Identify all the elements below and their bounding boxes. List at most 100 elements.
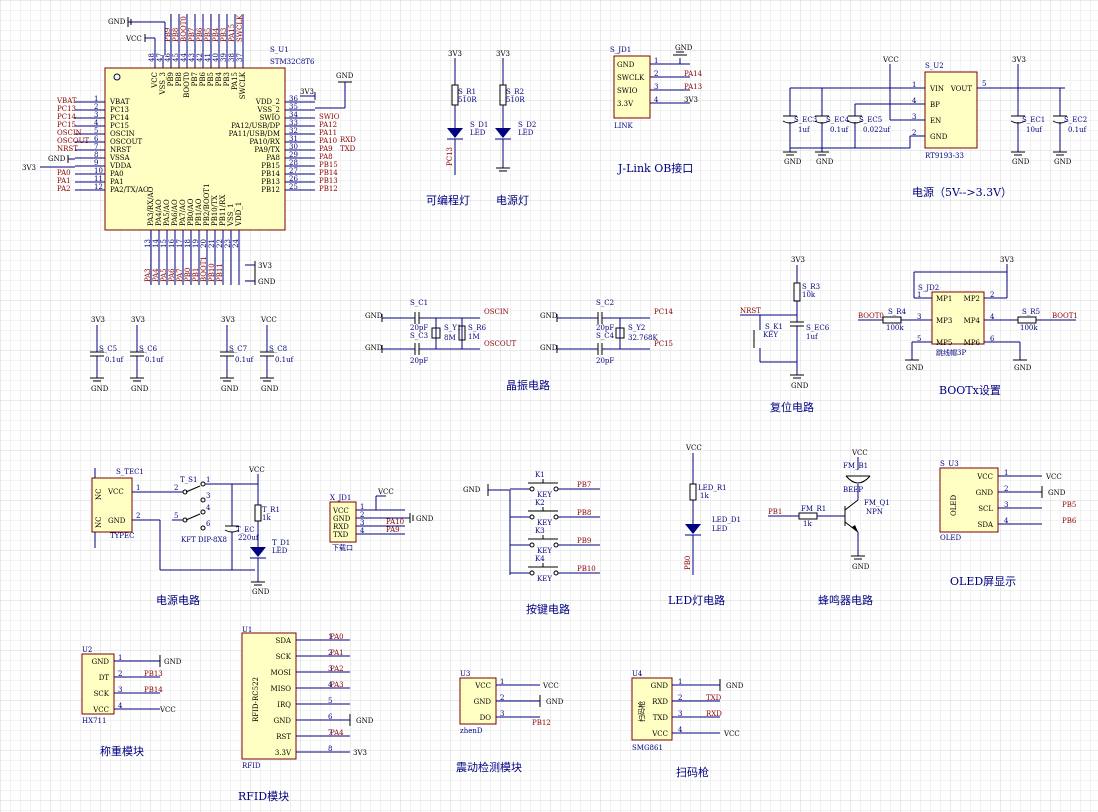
tec-gnd-pin: GND (108, 517, 126, 525)
mcu-pin-num: 30 (289, 143, 298, 151)
crystal-gnd-1: GND (365, 312, 383, 320)
sw-pin-3: 3 (206, 492, 210, 500)
mcu-pin-net: PB6 (196, 27, 204, 42)
s-d1-led-icon (447, 128, 463, 138)
mcu-pin-name: PB3 (223, 72, 231, 86)
mcu-pin-net: SWIO (319, 113, 340, 121)
rfid-pin-name: RST (276, 733, 291, 741)
caption-jlink: J-Link OB接口 (617, 162, 693, 175)
rfid-designator: U1 (242, 626, 252, 634)
reg-pin-name: GND (930, 133, 948, 141)
mcu-pin-num: 5 (94, 127, 98, 135)
mcu-pin-num: 10 (94, 167, 103, 175)
mcu-vcc-top: VCC (125, 35, 142, 43)
reg-pin-name: EN (930, 117, 941, 125)
key-value: KEY (537, 519, 552, 527)
mcu-pin-num: 24 (232, 239, 240, 248)
oled-value: OLED (940, 534, 961, 542)
scanner-body-label: 扫码枪 (637, 701, 646, 722)
buzzer-circuit: VCC FM_B1 BEEP PB1 FM_R1 1k FM_Q1 NPN GN… (768, 449, 890, 607)
led-d1-value: LED (712, 525, 728, 533)
cap-value: 0.1uf (235, 356, 255, 364)
caption-led-circuit: LED灯电路 (668, 594, 725, 607)
jlink-pin-net: PA14 (684, 70, 703, 78)
mcu-pin-num: 44 (180, 53, 188, 62)
tec-nc-2: NC (95, 517, 103, 528)
mcu-pin-num: 19 (192, 239, 200, 248)
mcu-pin-net: PB10 (208, 263, 216, 282)
s-c3-designator: S_C3 (410, 332, 428, 340)
oled-pin-net: GND (1048, 489, 1066, 497)
mcu-pin-num: 41 (204, 53, 212, 62)
mcu-designator: S_U1 (270, 46, 289, 54)
mcu-pin-net: PB9 (164, 28, 172, 42)
typec-gnd: GND (252, 588, 270, 596)
mcu-pin-num: 20 (200, 239, 208, 248)
scanner-pin-name: RXD (652, 698, 668, 706)
mcu-gnd-bottom: GND (258, 278, 276, 286)
mcu-pin-name: PB7 (191, 72, 199, 86)
s-y2-crystal-icon (615, 327, 625, 339)
s-d2-designator: S_D2 (518, 121, 536, 129)
s-k1-value: KEY (763, 331, 778, 339)
reg-cap-value: 0.022uf (863, 126, 892, 134)
mcu-pin-num: 37 (236, 53, 244, 62)
jlink-pin-num: 2 (654, 70, 658, 78)
mcu-gnd-right: GND (336, 72, 354, 80)
mcu-pin-num: 36 (289, 95, 298, 103)
scanner-designator: U4 (632, 670, 643, 678)
mcu-pin-name: PB10/TX (211, 195, 219, 226)
mcu-pin-name: PA15 (231, 72, 239, 90)
caption-keys: 按键电路 (526, 602, 570, 616)
hx711-pin-num: 4 (118, 702, 123, 710)
mcu-pin-name: PA7/AO (179, 199, 187, 226)
oled-pin-num: 4 (1004, 517, 1009, 525)
mcu-3v3-bottom: 3V3 (258, 262, 272, 270)
reg-cap-designator: S_EC3 (794, 116, 817, 124)
mcu-pin-name: PB6 (199, 71, 207, 86)
download-designator: X_JD1 (330, 494, 351, 502)
rfid-pin-num: 2 (328, 649, 332, 657)
hx711-pin-net: PB13 (144, 670, 163, 678)
s-r3-value: 10k (802, 291, 816, 299)
cap-designator: S_C6 (139, 345, 158, 353)
rfid-pin-net: PA4 (330, 729, 344, 737)
mcu-pin-name: PA4/AO (155, 199, 163, 226)
reg-cap-gnd: GND (1012, 158, 1030, 166)
mcu-pin-num: 26 (289, 175, 298, 183)
mcu-pin-net: PA6 (168, 268, 176, 282)
download-pin-name: VCC (332, 507, 349, 515)
jlink-gnd: GND (675, 44, 693, 52)
t-d1-designator: T_D1 (272, 539, 290, 547)
s-y2-designator: S_Y2 (628, 324, 645, 332)
typec-power-circuit: S_TEC1 NC NC VCC GND TYPEC 1 2 T_S1 2 (91, 466, 290, 607)
jlink-pin-name: GND (617, 61, 635, 69)
typec-rail: VCC (248, 466, 265, 474)
cap-value: 0.1uf (145, 356, 165, 364)
mcu-pin-name: PA3/RX/AO (147, 186, 155, 226)
reset-rail: 3V3 (791, 256, 805, 264)
rfid-pin-name: MOSI (271, 669, 292, 677)
key-designator: K3 (535, 527, 545, 535)
mcu-pin-net: PA15 (228, 24, 236, 42)
rfid-pin-net: PA1 (330, 649, 344, 657)
vib-pin-net: VCC (542, 682, 559, 690)
mcu-pin-name: BOOT0 (183, 72, 191, 98)
cap-rail: 3V3 (131, 316, 145, 324)
mcu-bottom-pins: 13PA3/RX/AOPA314PA4/AOPA415PA5/AOPA516PA… (144, 183, 243, 285)
download-gnd-label: GND (416, 515, 434, 523)
boot-pin-num: 5 (917, 335, 921, 343)
mcu-pin-name: PB13 (261, 178, 280, 186)
mcu-pin-net: PB13 (319, 177, 338, 185)
mcu-pin-num: 22 (216, 239, 224, 248)
rfid-pin-net: PA0 (330, 633, 344, 641)
jlink-designator: S_JD1 (610, 46, 631, 54)
mcu-pin-num: 11 (94, 175, 103, 183)
reg-cap-gnd: GND (816, 158, 834, 166)
